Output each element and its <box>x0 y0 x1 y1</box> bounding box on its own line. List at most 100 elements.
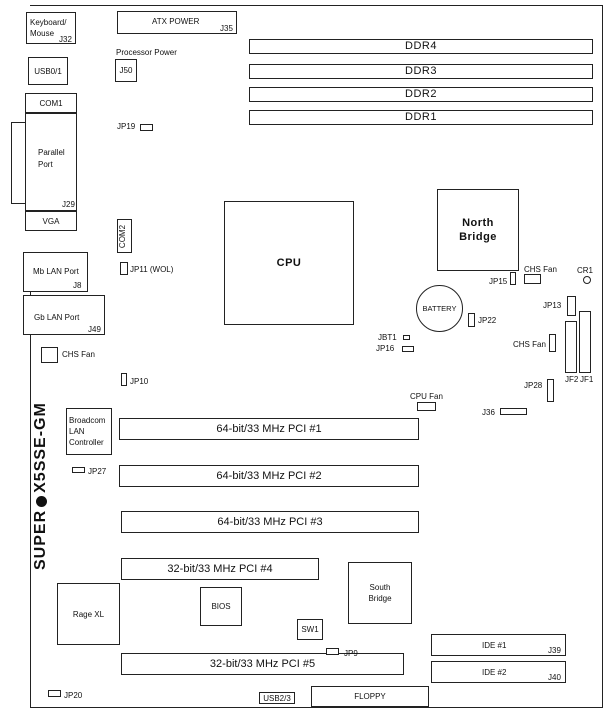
jp9-label: JP9 <box>344 649 358 658</box>
broadcom-lan-controller: Broadcom LAN Controller <box>66 408 112 455</box>
jp22-label: JP22 <box>478 316 497 325</box>
ddr3-label: DDR3 <box>405 65 437 77</box>
pci-slot-1-label: 64-bit/33 MHz PCI #1 <box>216 422 322 435</box>
pci-slot-4: 32-bit/33 MHz PCI #4 <box>121 558 319 580</box>
jbt1-jumper <box>403 335 410 340</box>
jp16-label: JP16 <box>376 344 395 353</box>
pci-slot-1: 64-bit/33 MHz PCI #1 <box>119 418 419 440</box>
battery: BATTERY <box>416 285 463 332</box>
processor-power-label: Processor Power <box>116 48 177 57</box>
jp27-jumper <box>72 467 85 473</box>
com2-label: COM2 <box>118 224 128 249</box>
jp19-label: JP19 <box>117 122 136 131</box>
com1-port: COM1 <box>25 93 77 113</box>
pci-slot-3: 64-bit/33 MHz PCI #3 <box>121 511 419 533</box>
jp15-jumper <box>510 272 516 285</box>
jp13-jumper <box>567 296 576 316</box>
jp15-label: JP15 <box>489 277 508 286</box>
cpu-fan-label: CPU Fan <box>410 392 443 401</box>
vga-port: VGA <box>25 211 77 231</box>
j50-connector: J50 <box>115 59 137 82</box>
chs-fan-right-label: CHS Fan <box>513 340 546 349</box>
usb01-port: USB0/1 <box>28 57 68 85</box>
broadcom-label: Broadcom LAN Controller <box>69 416 106 447</box>
parallel-port: Parallel Port J29 <box>25 113 77 211</box>
bios-label: BIOS <box>211 602 231 611</box>
north-bridge-chip: North Bridge <box>437 189 519 271</box>
brand-logo: SUPER X5SSE-GM <box>32 402 50 570</box>
ddr4-label: DDR4 <box>405 40 437 52</box>
north-bridge-label: North Bridge <box>459 217 497 243</box>
keyboard-mouse-port: Keyboard/ Mouse J32 <box>26 12 76 44</box>
chs-fan-top-header <box>524 274 541 284</box>
j49-label: J49 <box>88 325 101 334</box>
sw1-label: SW1 <box>301 625 319 634</box>
jf1-label: JF1 <box>580 375 594 384</box>
com1-label: COM1 <box>39 98 63 108</box>
parallel-port-label: Parallel Port <box>38 148 65 169</box>
jp10-jumper <box>121 373 127 386</box>
ide1-connector: IDE #1 J39 <box>431 634 566 656</box>
ddr2-label: DDR2 <box>405 88 437 100</box>
ddr4-slot: DDR4 <box>249 39 593 54</box>
jf1-header <box>579 311 591 373</box>
jp20-label: JP20 <box>64 691 83 700</box>
jp20-jumper <box>48 690 61 697</box>
j36-header <box>500 408 527 415</box>
vga-label: VGA <box>42 216 60 226</box>
jp27-label: JP27 <box>88 467 107 476</box>
j50-label: J50 <box>119 66 133 75</box>
atx-power-label: ATX POWER <box>152 17 200 26</box>
usb01-label: USB0/1 <box>34 66 62 76</box>
j32-label: J32 <box>59 35 72 44</box>
cr1-label: CR1 <box>577 266 594 275</box>
ddr1-slot: DDR1 <box>249 110 593 125</box>
j36-label: J36 <box>482 408 495 417</box>
jf2-label: JF2 <box>565 375 579 384</box>
floppy-connector: FLOPPY <box>311 686 429 707</box>
gb-lan-label: Gb LAN Port <box>34 313 80 322</box>
mb-lan-label: Mb LAN Port <box>33 267 79 276</box>
gb-lan-port: Gb LAN Port J49 <box>23 295 105 335</box>
pci-slot-3-label: 64-bit/33 MHz PCI #3 <box>217 515 323 528</box>
jp28-jumper <box>547 379 554 402</box>
cpu-socket: CPU <box>224 201 354 325</box>
bios-chip: BIOS <box>200 587 242 626</box>
south-bridge-label: South Bridge <box>368 583 392 603</box>
jp28-label: JP28 <box>524 381 543 390</box>
usb23-header: USB2/3 <box>259 692 295 704</box>
cr1-led <box>583 276 591 284</box>
ddr2-slot: DDR2 <box>249 87 593 102</box>
usb23-label: USB2/3 <box>263 693 291 703</box>
jbt1-label: JBT1 <box>378 333 397 342</box>
jp11-label: JP11 (WOL) <box>130 265 174 274</box>
floppy-label: FLOPPY <box>354 692 386 701</box>
south-bridge-chip: South Bridge <box>348 562 412 624</box>
j29-label: J29 <box>62 200 75 209</box>
brand-name: SUPER <box>32 509 49 570</box>
ide1-label: IDE #1 <box>482 641 507 650</box>
keyboard-mouse-label: Keyboard/ Mouse <box>30 18 67 38</box>
chs-fan-left-header <box>41 347 58 363</box>
jf2-header <box>565 321 577 373</box>
ddr1-label: DDR1 <box>405 111 437 123</box>
ide2-connector: IDE #2 J40 <box>431 661 566 683</box>
jp19-jumper <box>140 124 153 131</box>
jp11-jumper <box>120 262 128 275</box>
jp9-jumper <box>326 648 339 655</box>
parallel-port-flange <box>11 122 26 204</box>
ddr3-slot: DDR3 <box>249 64 593 79</box>
chs-fan-top-label: CHS Fan <box>524 265 557 274</box>
pci-slot-2-label: 64-bit/33 MHz PCI #2 <box>216 469 322 482</box>
jp13-label: JP13 <box>543 301 562 310</box>
j8-label: J8 <box>73 281 82 290</box>
board-left-edge <box>30 290 31 708</box>
cpu-label: CPU <box>276 256 302 269</box>
j39-label: J39 <box>548 646 561 655</box>
ide2-label: IDE #2 <box>482 668 507 677</box>
jp16-jumper <box>402 346 414 352</box>
chs-fan-right-header <box>549 334 556 352</box>
model-name: X5SSE-GM <box>32 402 49 493</box>
brand-dot-icon <box>35 495 47 507</box>
